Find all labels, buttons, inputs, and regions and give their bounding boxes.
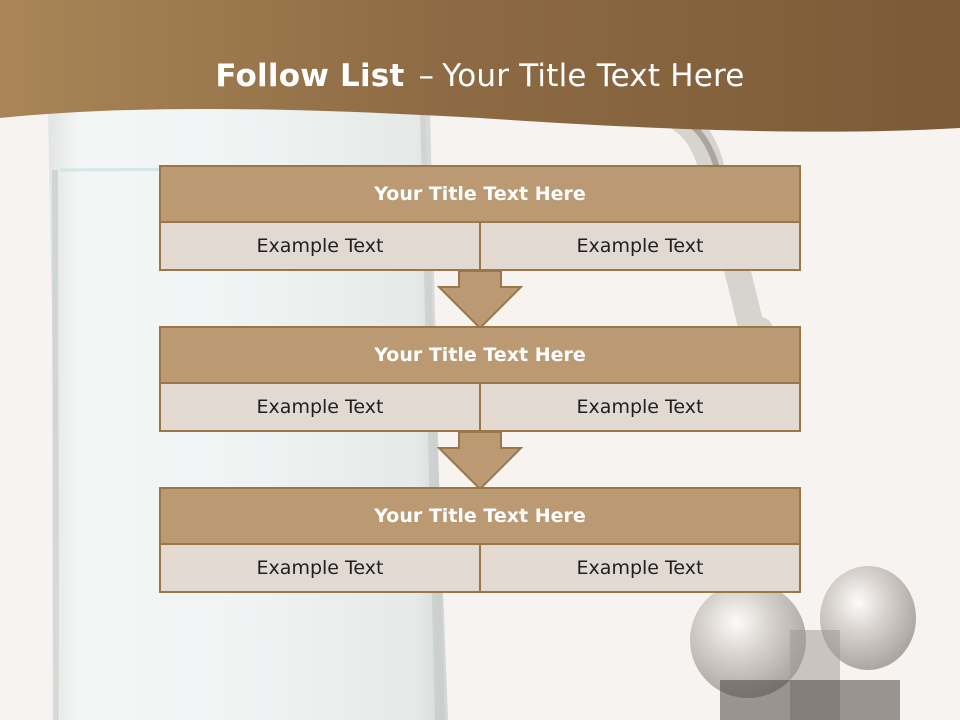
slide-title: Follow List–Your Title Text Here bbox=[0, 52, 960, 100]
step-row-2: Example Text Example Text bbox=[161, 384, 799, 430]
step-box-3: Your Title Text Here Example Text Exampl… bbox=[159, 487, 801, 593]
slide-title-rest: Your Title Text Here bbox=[442, 58, 745, 94]
slide-title-dash: – bbox=[418, 58, 435, 94]
step-cell-3-left: Example Text bbox=[256, 557, 384, 579]
step-cell-3-right: Example Text bbox=[479, 545, 799, 591]
step-title-1: Your Title Text Here bbox=[161, 167, 799, 223]
step-row-3: Example Text Example Text bbox=[161, 545, 799, 591]
step-cell-1-left: Example Text bbox=[256, 235, 384, 257]
step-box-2: Your Title Text Here Example Text Exampl… bbox=[159, 326, 801, 432]
step-box-1: Your Title Text Here Example Text Exampl… bbox=[159, 165, 801, 271]
step-title-2: Your Title Text Here bbox=[161, 328, 799, 384]
step-cell-2-right: Example Text bbox=[479, 384, 799, 430]
down-arrow-icon bbox=[437, 431, 523, 491]
step-row-1: Example Text Example Text bbox=[161, 223, 799, 269]
step-cell-2-left: Example Text bbox=[256, 396, 384, 418]
step-cell-1-right: Example Text bbox=[479, 223, 799, 269]
slide-title-bold: Follow List bbox=[215, 58, 405, 94]
down-arrow-icon bbox=[437, 270, 523, 330]
step-title-3: Your Title Text Here bbox=[161, 489, 799, 545]
